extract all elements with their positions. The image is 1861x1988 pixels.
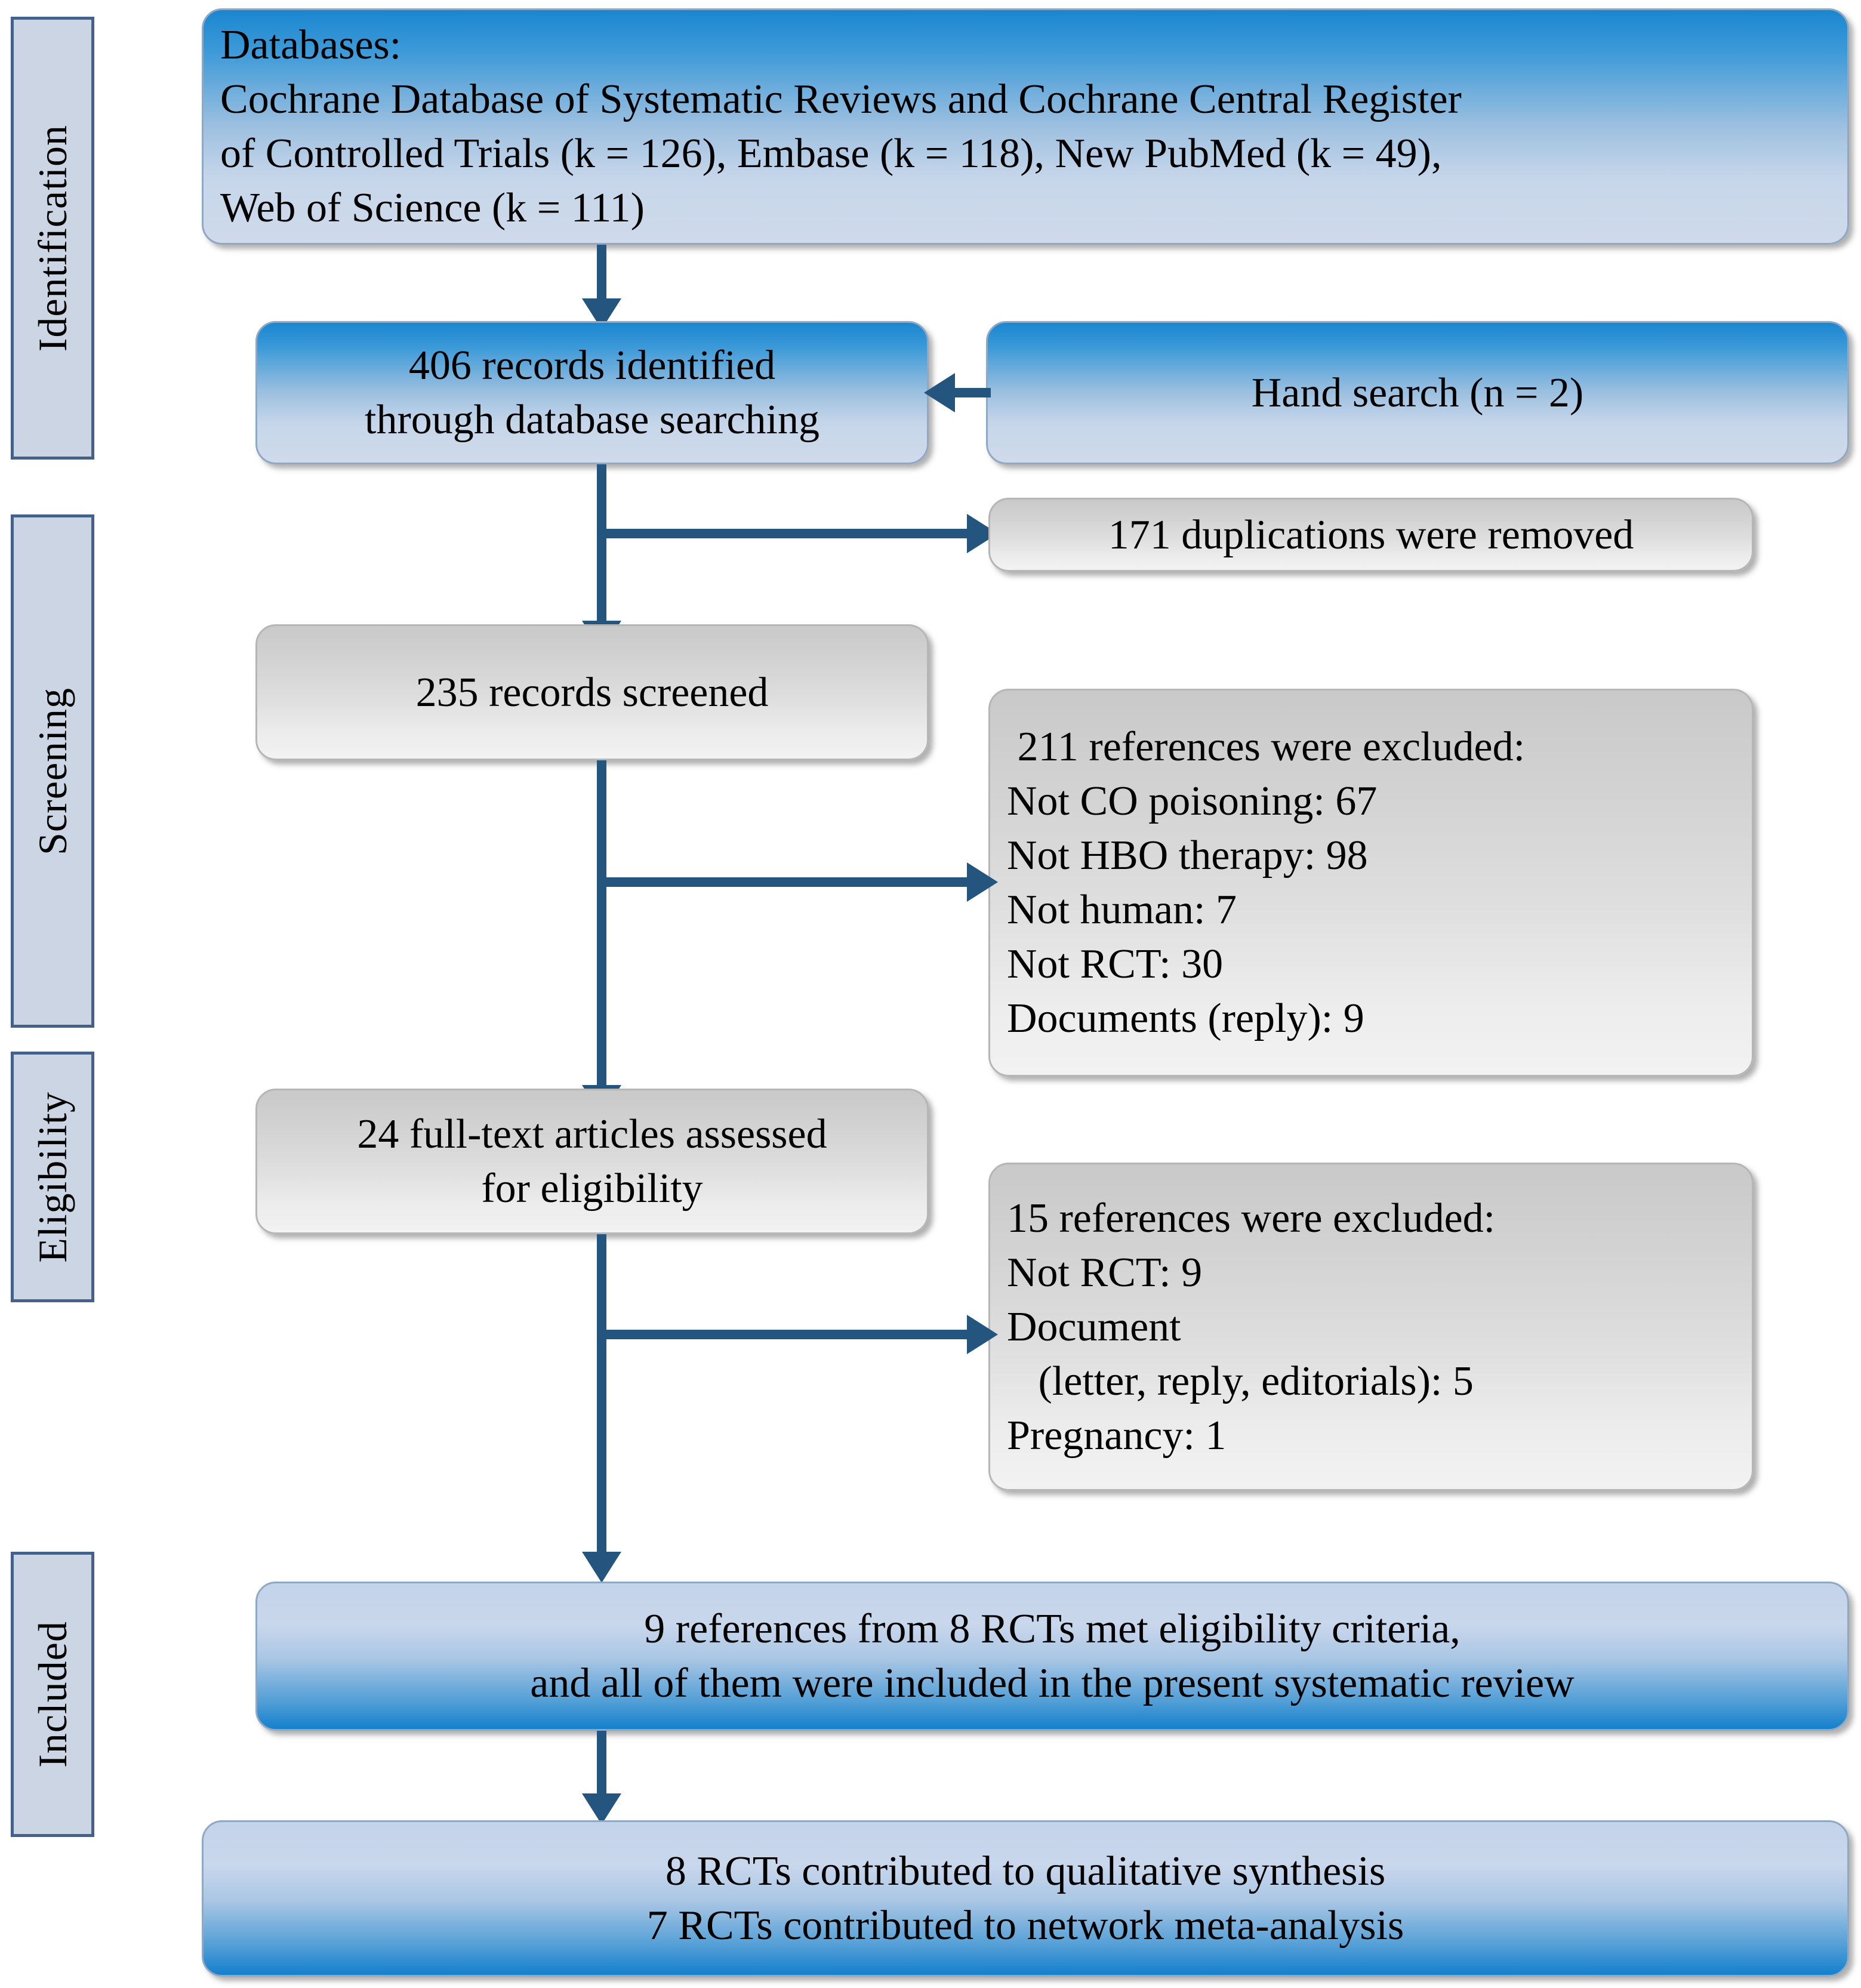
stage-label-included: Included: [11, 1552, 94, 1837]
stage-label-identification: Identification: [11, 17, 94, 460]
screening-excluded-line-4: Not human: 7: [1007, 887, 1237, 933]
full-text-assessed-line-2: for eligibility: [481, 1166, 703, 1212]
records-identified-box: 406 records identified through database …: [255, 321, 929, 464]
stage-label-screening: Screening: [11, 514, 94, 1028]
synthesis-box: 8 RCTs contributed to qualitative synthe…: [202, 1820, 1849, 1977]
eligibility-excluded-line-3: Document: [1007, 1303, 1181, 1350]
connector-hand-search-to-records-arrow: [924, 373, 955, 412]
connector-records-to-duplications-line: [597, 529, 974, 538]
full-text-assessed-box: 24 full-text articles assessed for eligi…: [255, 1089, 929, 1234]
databases-box: Databases: Cochrane Database of Systemat…: [202, 8, 1849, 245]
stage-label-eligibility: Eligibility: [11, 1052, 94, 1302]
databases-line-1: Databases:: [220, 22, 402, 68]
synthesis-line-2: 7 RCTs contributed to network meta-analy…: [646, 1903, 1404, 1949]
databases-line-2: Cochrane Database of Systematic Reviews …: [220, 76, 1462, 122]
connector-screened-to-excluded-arrow: [967, 862, 998, 902]
connector-included-to-synthesis-line: [597, 1731, 606, 1808]
screening-excluded-line-2: Not CO poisoning: 67: [1007, 778, 1378, 824]
records-screened-box: 235 records screened: [255, 624, 929, 760]
screening-excluded-line-1: 211 references were excluded:: [1007, 724, 1526, 770]
included-references-line-1: 9 references from 8 RCTs met eligibility…: [644, 1606, 1461, 1652]
databases-line-4: Web of Science (k = 111): [220, 185, 645, 231]
connector-included-to-synthesis-arrow: [582, 1793, 621, 1824]
stage-label-eligibility-text: Eligibility: [29, 1091, 75, 1263]
connector-hand-search-to-records-line: [955, 388, 991, 397]
duplications-removed-line-1: 171 duplications were removed: [1108, 511, 1634, 558]
records-screened-line-1: 235 records screened: [415, 669, 769, 716]
screening-excluded-line-5: Not RCT: 30: [1007, 941, 1224, 987]
stage-label-screening-text: Screening: [29, 687, 75, 855]
hand-search-box: Hand search (n = 2): [986, 321, 1849, 464]
connector-databases-to-records-line: [597, 245, 606, 307]
included-references-line-2: and all of them were included in the pre…: [530, 1660, 1575, 1706]
full-text-assessed-line-1: 24 full-text articles assessed: [357, 1111, 827, 1157]
eligibility-excluded-line-2: Not RCT: 9: [1007, 1249, 1203, 1296]
records-identified-line-1: 406 records identified: [408, 343, 776, 389]
screening-excluded-box: 211 references were excluded: Not CO poi…: [988, 689, 1754, 1077]
eligibility-excluded-line-4: (letter, reply, editorials): 5: [1007, 1358, 1474, 1404]
connector-fulltext-down-line: [597, 1234, 606, 1568]
connector-fulltext-to-included-arrow: [582, 1552, 621, 1583]
connector-records-down-line: [597, 464, 606, 637]
connector-screened-to-excluded-line: [597, 877, 974, 887]
eligibility-excluded-line-5: Pregnancy: 1: [1007, 1412, 1227, 1459]
connector-fulltext-to-excluded-line: [597, 1330, 974, 1339]
eligibility-excluded-line-1: 15 references were excluded:: [1007, 1195, 1496, 1241]
stage-label-identification-text: Identification: [29, 124, 75, 352]
screening-excluded-line-6: Documents (reply): 9: [1007, 995, 1364, 1041]
connector-screened-down-line: [597, 760, 606, 1102]
duplications-removed-box: 171 duplications were removed: [988, 498, 1754, 572]
included-references-box: 9 references from 8 RCTs met eligibility…: [255, 1582, 1849, 1731]
databases-line-3: of Controlled Trials (k = 126), Embase (…: [220, 131, 1442, 177]
synthesis-line-1: 8 RCTs contributed to qualitative synthe…: [665, 1848, 1386, 1894]
records-identified-line-2: through database searching: [365, 397, 819, 443]
stage-label-included-text: Included: [29, 1621, 75, 1768]
hand-search-line-1: Hand search (n = 2): [1251, 369, 1584, 416]
eligibility-excluded-box: 15 references were excluded: Not RCT: 9 …: [988, 1163, 1754, 1491]
connector-fulltext-to-excluded-arrow: [967, 1315, 998, 1354]
screening-excluded-line-3: Not HBO therapy: 98: [1007, 833, 1368, 879]
